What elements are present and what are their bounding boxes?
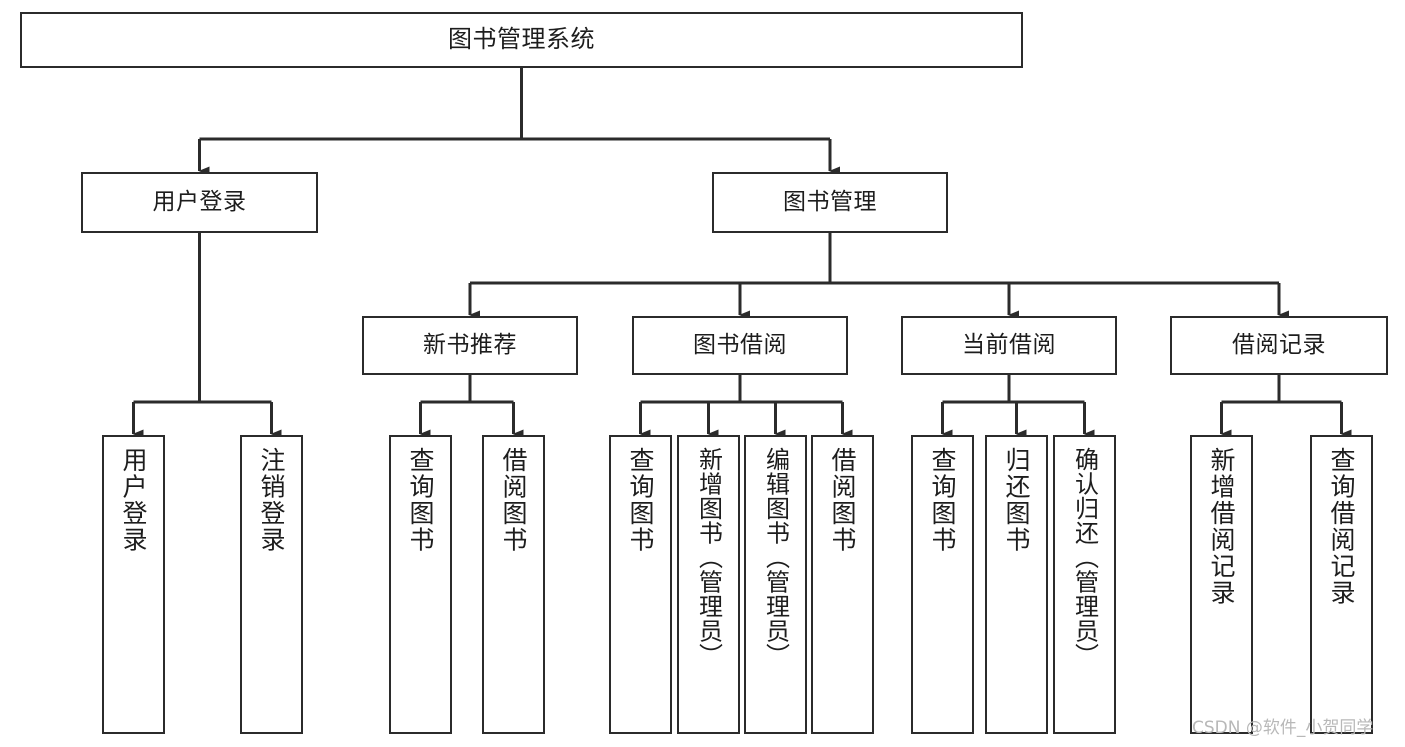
node-leaf-borrow-book[interactable]: 借阅图书 (811, 435, 874, 734)
node-leaf-return-book[interactable]: 归还图书 (985, 435, 1048, 734)
node-leaf-query-book-borrow-label: 查询图书 (626, 447, 655, 553)
node-leaf-borrow-book-rec-label: 借阅图书 (499, 447, 528, 553)
node-borrow-record[interactable]: 借阅记录 (1170, 316, 1388, 375)
node-borrow-record-label: 借阅记录 (1232, 332, 1326, 359)
node-current-borrow-label: 当前借阅 (962, 332, 1056, 359)
node-leaf-query-book-rec[interactable]: 查询图书 (389, 435, 452, 734)
node-leaf-user-login[interactable]: 用户登录 (102, 435, 165, 734)
node-leaf-return-book-label: 归还图书 (1002, 447, 1031, 553)
node-leaf-query-borrow-record[interactable]: 查询借阅记录 (1310, 435, 1373, 734)
node-root[interactable]: 图书管理系统 (20, 12, 1023, 68)
node-book-borrow-label: 图书借阅 (693, 332, 787, 359)
node-new-book-rec-label: 新书推荐 (423, 332, 517, 359)
node-leaf-add-book-admin[interactable]: 新增图书（管理员） (677, 435, 740, 734)
node-leaf-confirm-return-admin-label: 确认归还（管理员） (1070, 447, 1099, 668)
node-user-login-label: 用户登录 (152, 189, 247, 216)
connector-group (132, 68, 1352, 439)
node-book-manage-label: 图书管理 (783, 189, 877, 216)
node-leaf-confirm-return-admin[interactable]: 确认归还（管理员） (1053, 435, 1116, 734)
node-book-borrow[interactable]: 图书借阅 (632, 316, 848, 375)
node-leaf-user-logout-label: 注销登录 (257, 447, 286, 553)
node-leaf-query-borrow-record-label: 查询借阅记录 (1327, 447, 1356, 606)
node-new-book-rec[interactable]: 新书推荐 (362, 316, 578, 375)
node-leaf-add-borrow-record-label: 新增借阅记录 (1207, 447, 1236, 606)
node-leaf-query-book-rec-label: 查询图书 (406, 447, 435, 553)
node-leaf-query-book-current[interactable]: 查询图书 (911, 435, 974, 734)
node-leaf-edit-book-admin-label: 编辑图书（管理员） (761, 447, 790, 668)
node-leaf-user-login-label: 用户登录 (119, 447, 148, 553)
node-leaf-borrow-book-rec[interactable]: 借阅图书 (482, 435, 545, 734)
node-leaf-borrow-book-label: 借阅图书 (828, 447, 857, 553)
node-book-manage[interactable]: 图书管理 (712, 172, 948, 233)
node-user-login[interactable]: 用户登录 (81, 172, 318, 233)
node-leaf-edit-book-admin[interactable]: 编辑图书（管理员） (744, 435, 807, 734)
node-leaf-user-logout[interactable]: 注销登录 (240, 435, 303, 734)
node-leaf-query-book-current-label: 查询图书 (928, 447, 957, 553)
node-leaf-add-borrow-record[interactable]: 新增借阅记录 (1190, 435, 1253, 734)
node-current-borrow[interactable]: 当前借阅 (901, 316, 1117, 375)
node-root-label: 图书管理系统 (448, 25, 595, 54)
node-leaf-add-book-admin-label: 新增图书（管理员） (694, 447, 723, 668)
node-leaf-query-book-borrow[interactable]: 查询图书 (609, 435, 672, 734)
